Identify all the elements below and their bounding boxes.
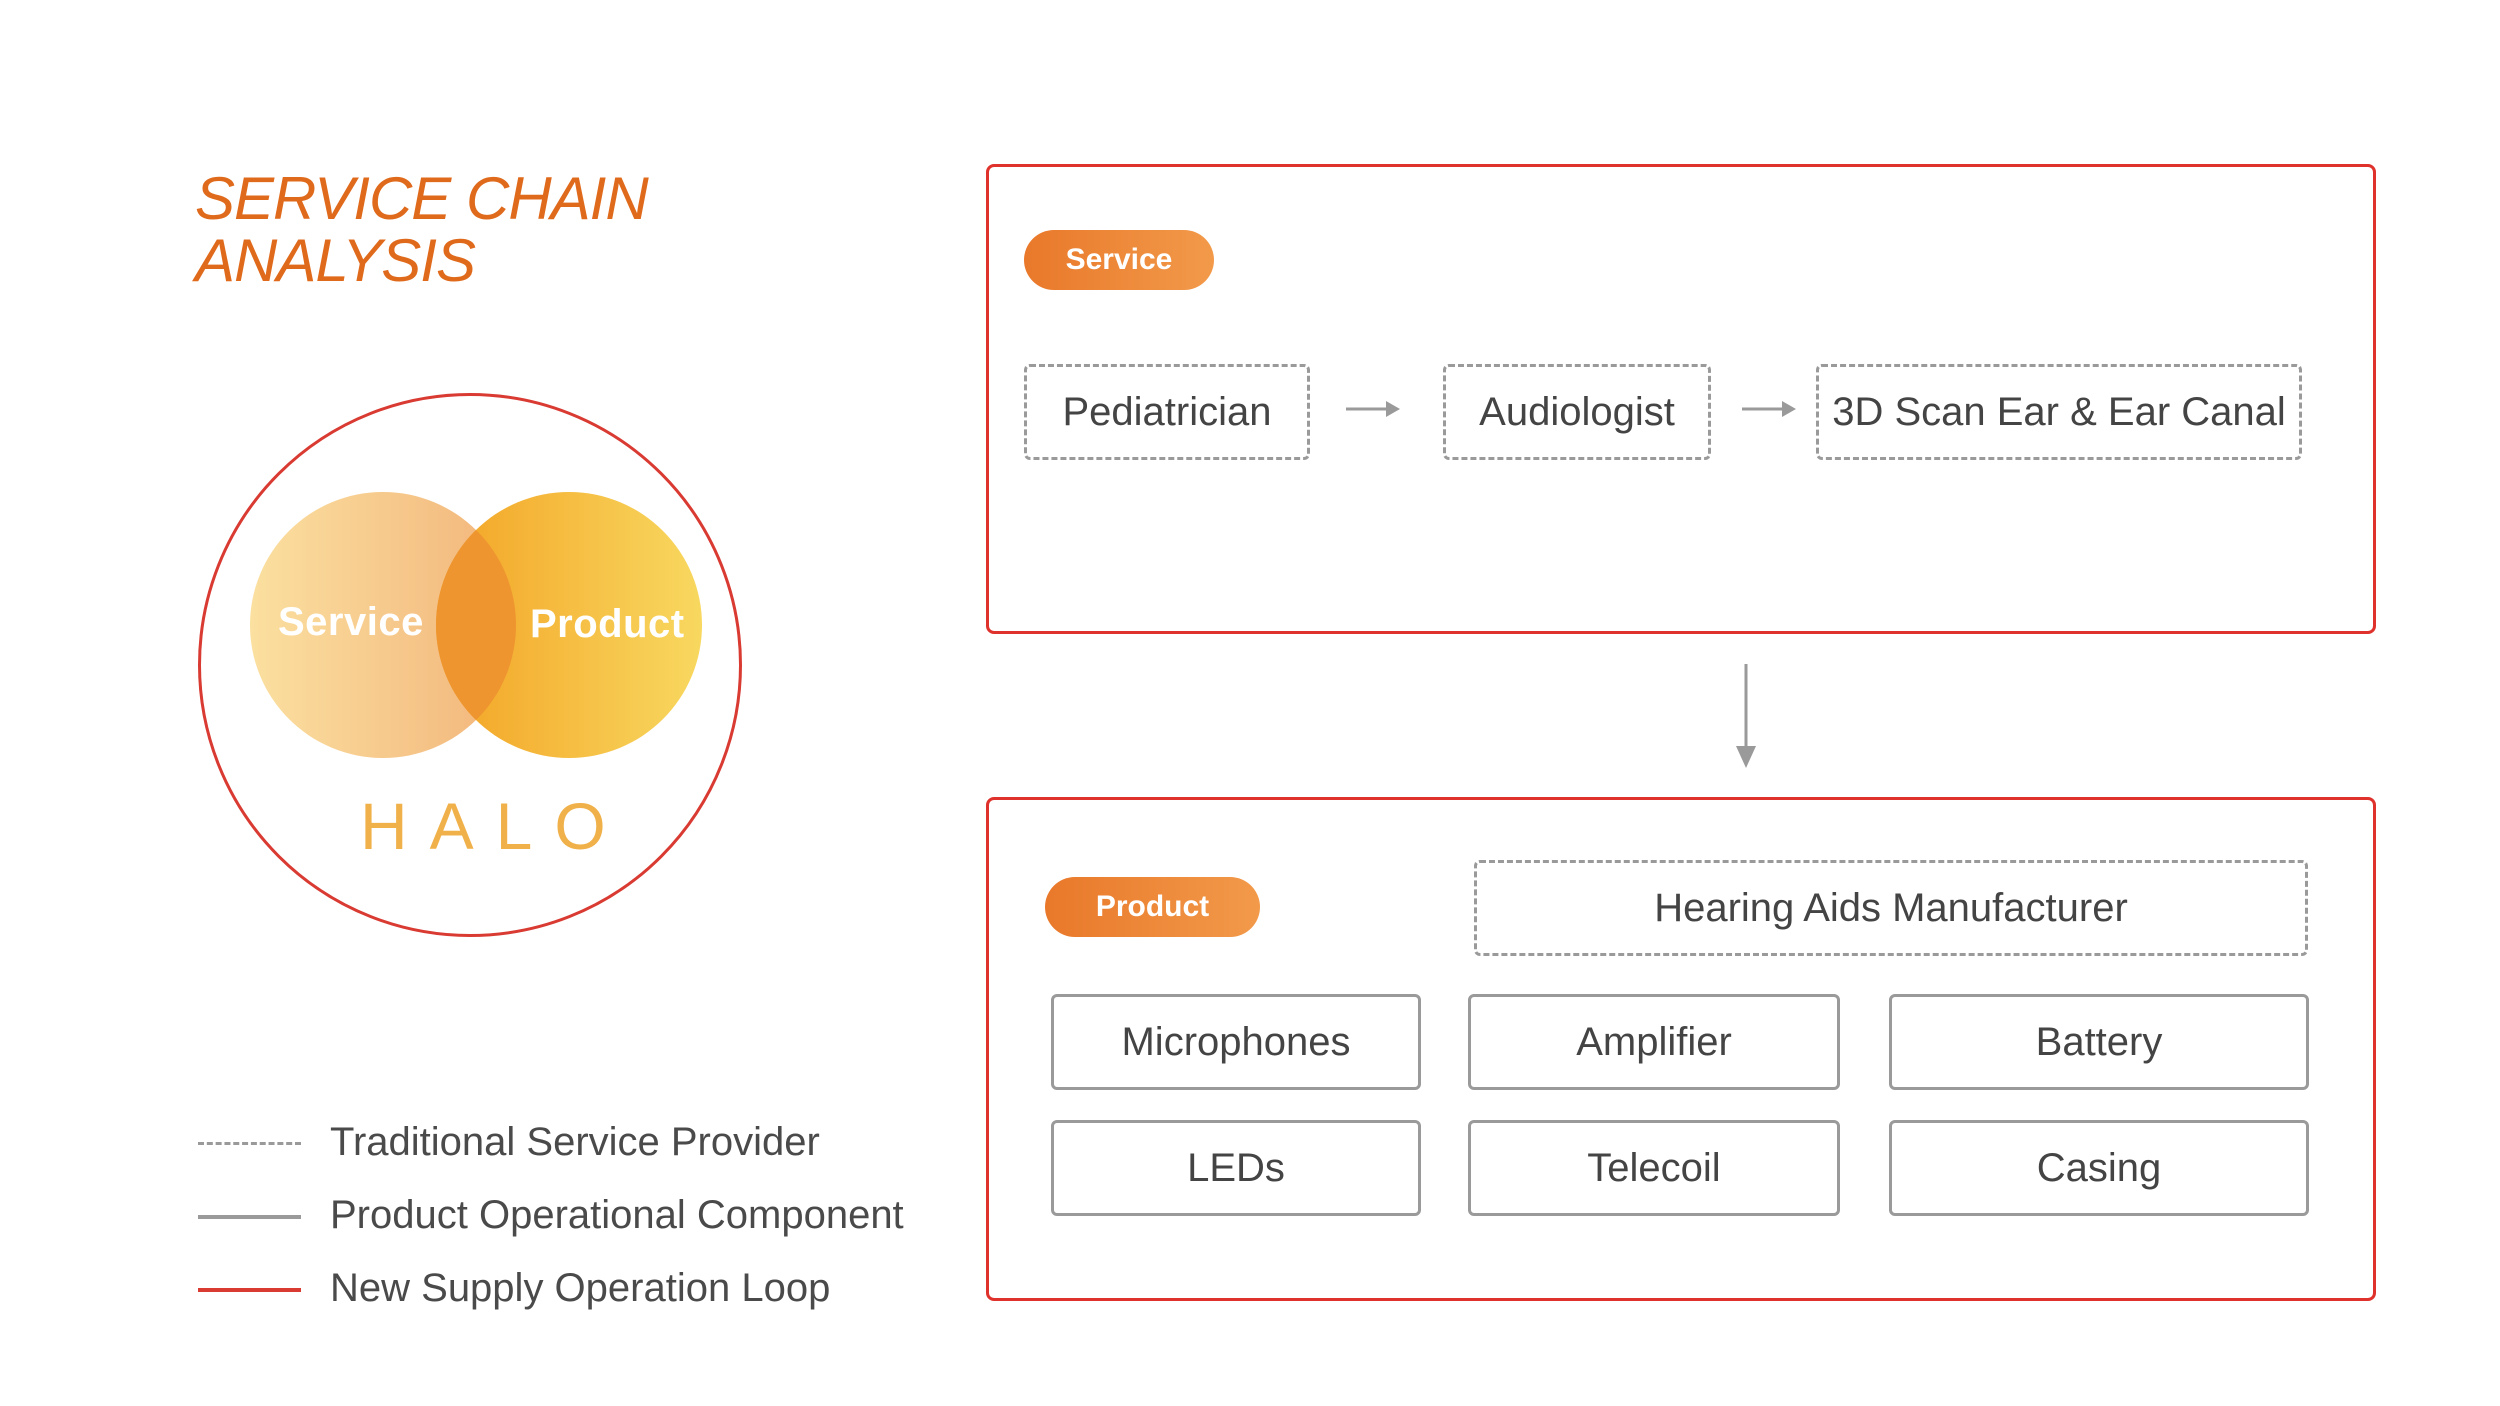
page-title: SERVICE CHAIN ANALYSIS <box>195 165 649 294</box>
legend-label: Traditional Service Provider <box>330 1120 820 1164</box>
service-panel <box>986 164 2376 634</box>
gray-line-icon <box>198 1215 301 1219</box>
red-line-icon <box>198 1288 301 1292</box>
step-3d-scan: 3D Scan Ear & Ear Canal <box>1816 364 2302 460</box>
dashed-line-icon <box>198 1142 301 1145</box>
venn-product-label: Product <box>530 602 685 646</box>
halo-wordmark: HALO <box>360 789 628 863</box>
legend-item-traditional: Traditional Service Provider <box>198 1118 958 1168</box>
right-arrow-icon <box>1742 398 1796 420</box>
legend-label: New Supply Operation Loop <box>330 1266 831 1310</box>
legend-item-supply-loop: New Supply Operation Loop <box>198 1264 958 1314</box>
page-title-line-1: SERVICE CHAIN <box>195 165 649 232</box>
venn-circles-icon <box>250 492 702 758</box>
page-title-line-2: ANALYSIS <box>195 227 476 294</box>
product-circle <box>436 492 702 758</box>
component-telecoil: Telecoil <box>1468 1120 1840 1216</box>
step-pediatrician: Pediatrician <box>1024 364 1310 460</box>
product-panel <box>986 797 2376 1301</box>
halo-logo-ring <box>198 393 742 937</box>
legend-label: Product Operational Component <box>330 1193 904 1237</box>
component-casing: Casing <box>1889 1120 2309 1216</box>
component-leds: LEDs <box>1051 1120 1421 1216</box>
venn-service-label: Service <box>278 600 424 644</box>
right-arrow-icon <box>1346 398 1400 420</box>
venn-diagram <box>250 490 702 770</box>
component-battery: Battery <box>1889 994 2309 1090</box>
down-arrow-icon <box>1733 664 1759 768</box>
hearing-aids-manufacturer: Hearing Aids Manufacturer <box>1474 860 2308 956</box>
service-circle <box>250 492 516 758</box>
product-tag: Product <box>1045 877 1260 937</box>
service-tag: Service <box>1024 230 1214 290</box>
component-amplifier: Amplifier <box>1468 994 1840 1090</box>
component-microphones: Microphones <box>1051 994 1421 1090</box>
legend-item-product-component: Product Operational Component <box>198 1191 958 1241</box>
step-audiologist: Audiologist <box>1443 364 1711 460</box>
